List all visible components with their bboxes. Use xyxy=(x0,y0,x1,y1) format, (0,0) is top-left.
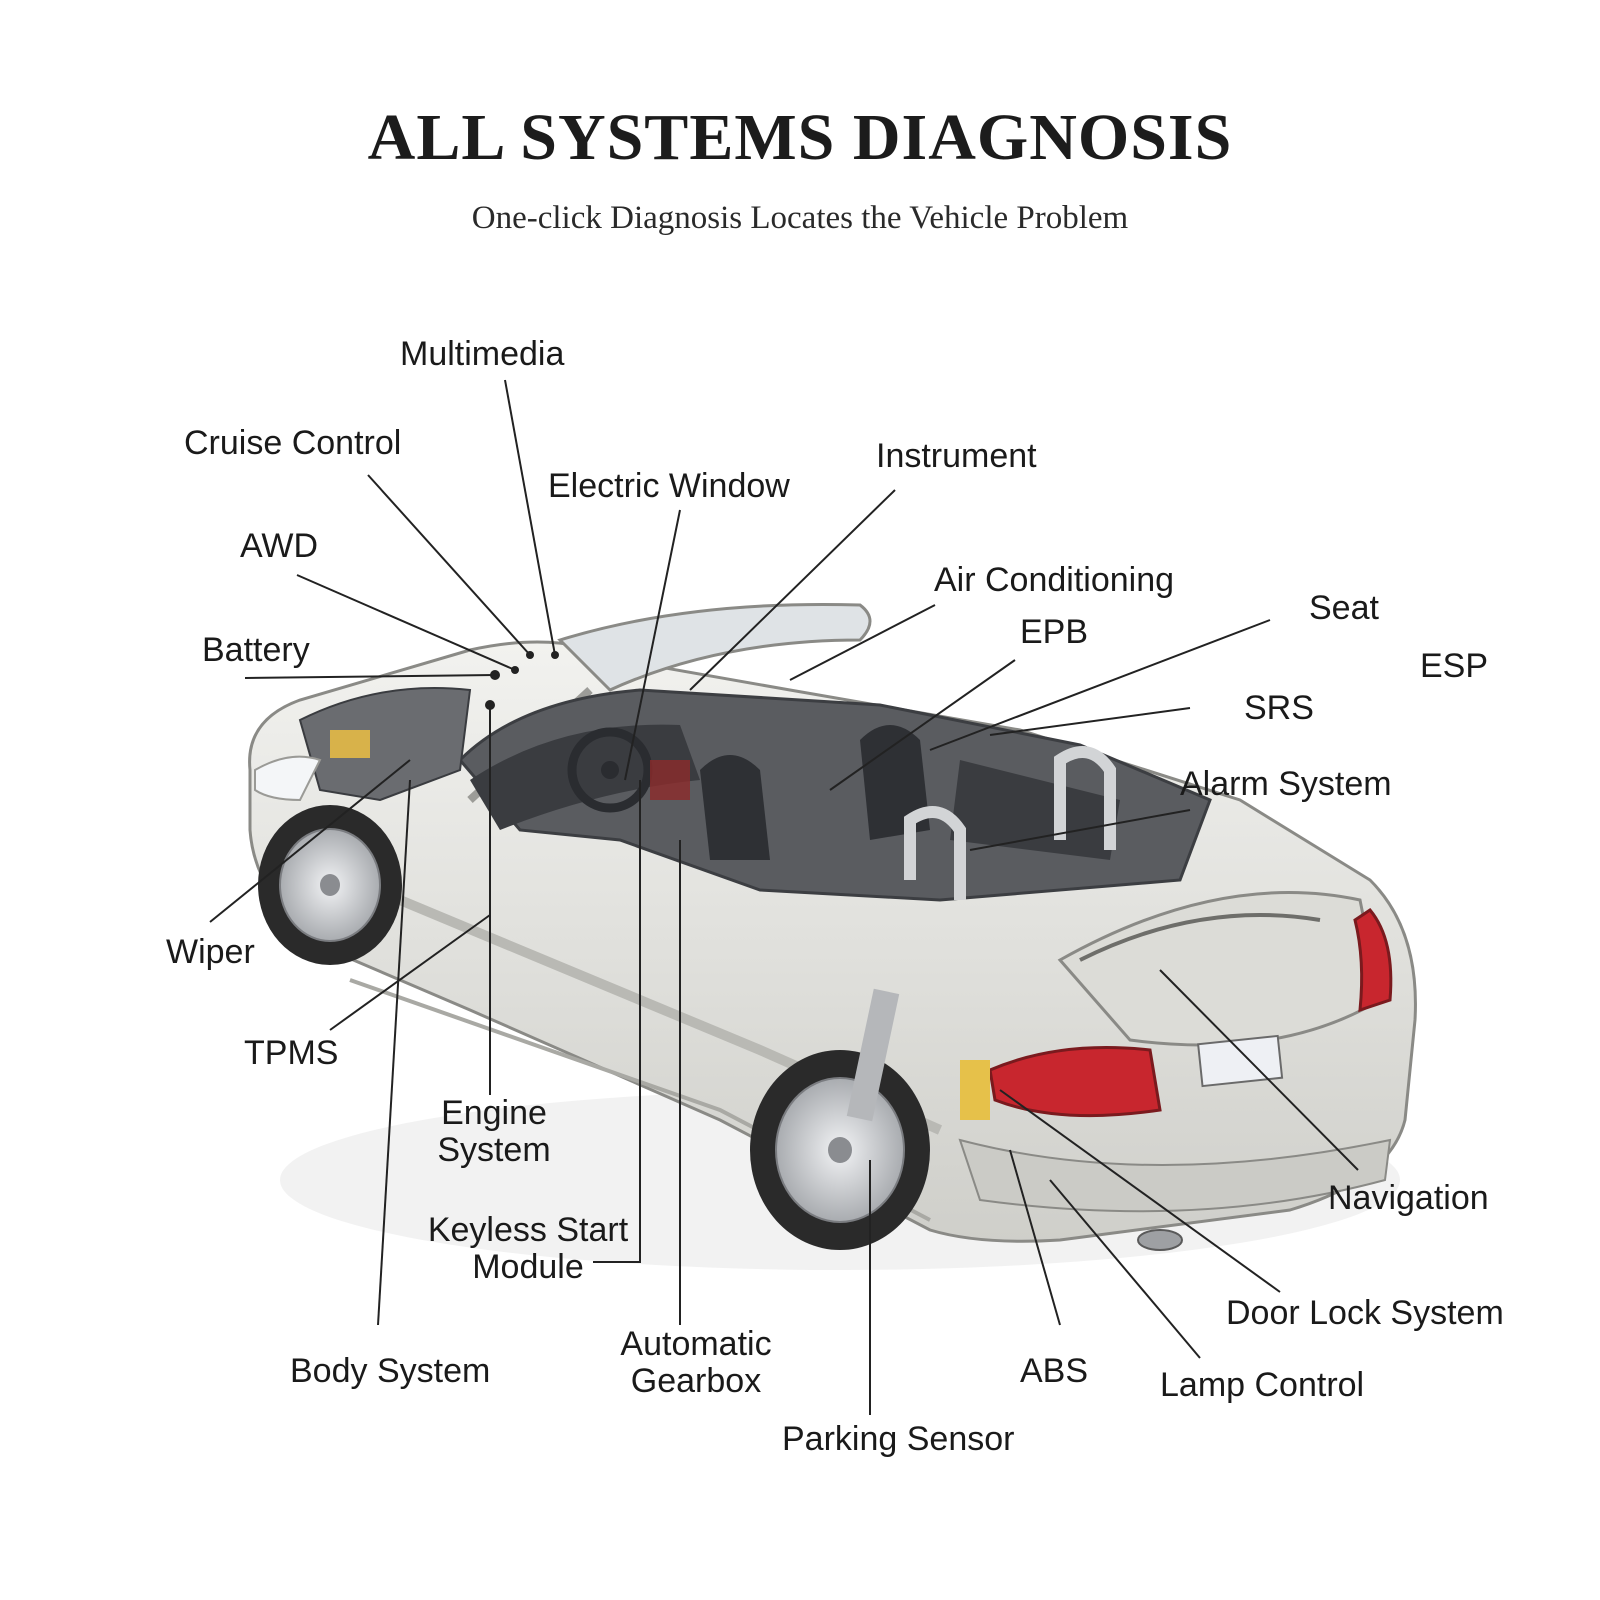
leader-wiper xyxy=(209,759,411,923)
car-illustration xyxy=(248,602,1417,1270)
label-multimedia: Multimedia xyxy=(400,335,565,373)
leader-epb xyxy=(829,659,1016,791)
leader-door-lock xyxy=(999,1089,1281,1293)
label-keyless-line2: Module xyxy=(472,1248,584,1286)
label-battery: Battery xyxy=(202,631,310,669)
label-lamp-control: Lamp Control xyxy=(1160,1366,1365,1404)
leader-navigation xyxy=(1159,969,1359,1171)
leader-multimedia xyxy=(504,379,556,656)
engine-bay xyxy=(298,687,472,802)
label-gearbox-line2: Gearbox xyxy=(630,1362,762,1400)
leader-air-conditioning xyxy=(789,604,936,681)
label-electric-window: Electric Window xyxy=(548,467,790,505)
label-wiper: Wiper xyxy=(166,933,255,971)
label-epb: EPB xyxy=(1020,613,1089,651)
label-cruise-control: Cruise Control xyxy=(184,424,402,462)
label-door-lock-system: Door Lock System xyxy=(1226,1294,1504,1332)
leader-keyless xyxy=(593,780,641,1263)
leader-tpms xyxy=(329,914,491,1031)
label-air-conditioning: Air Conditioning xyxy=(934,561,1175,599)
tail-light-left xyxy=(988,1046,1162,1118)
label-automatic-gearbox: Automatic Gearbox xyxy=(598,1326,794,1400)
leader-lamp-control xyxy=(1049,1179,1201,1359)
label-instrument: Instrument xyxy=(876,437,1037,475)
leader-electric-window xyxy=(624,509,681,781)
label-esp: ESP xyxy=(1420,647,1489,685)
page-title: ALL SYSTEMS DIAGNOSIS xyxy=(367,101,1233,174)
label-engine-system: Engine System xyxy=(424,1095,564,1169)
label-keyless-start-module: Keyless Start Module xyxy=(412,1212,644,1286)
label-seat: Seat xyxy=(1309,589,1379,627)
leader-alarm-system xyxy=(969,809,1191,851)
leader-seat xyxy=(929,619,1271,751)
leader-abs xyxy=(1009,1149,1061,1326)
label-body-system: Body System xyxy=(290,1352,491,1390)
label-abs: ABS xyxy=(1020,1352,1089,1390)
label-tpms: TPMS xyxy=(244,1034,339,1072)
label-srs: SRS xyxy=(1244,689,1314,727)
leader-cruise-control xyxy=(367,474,531,656)
label-engine-system-line2: System xyxy=(437,1131,551,1169)
label-awd: AWD xyxy=(240,527,319,565)
label-alarm-system: Alarm System xyxy=(1180,765,1392,803)
label-navigation: Navigation xyxy=(1328,1179,1489,1217)
leader-battery xyxy=(244,674,496,679)
label-engine-system-line1: Engine xyxy=(441,1094,547,1132)
page-subtitle: One-click Diagnosis Locates the Vehicle … xyxy=(471,200,1129,236)
leader-srs xyxy=(989,707,1191,736)
windscreen-frame xyxy=(557,602,872,692)
leader-body-system xyxy=(377,779,411,1326)
label-keyless-line1: Keyless Start xyxy=(427,1211,629,1249)
tail-light-right xyxy=(1353,908,1393,1013)
leader-awd xyxy=(296,574,516,671)
label-parking-sensor: Parking Sensor xyxy=(782,1420,1015,1458)
leader-lines xyxy=(209,379,1359,1415)
front-wheel xyxy=(258,805,402,965)
label-gearbox-line1: Automatic xyxy=(620,1325,772,1363)
rear-wheel xyxy=(750,1050,930,1250)
leader-instrument xyxy=(689,489,896,691)
